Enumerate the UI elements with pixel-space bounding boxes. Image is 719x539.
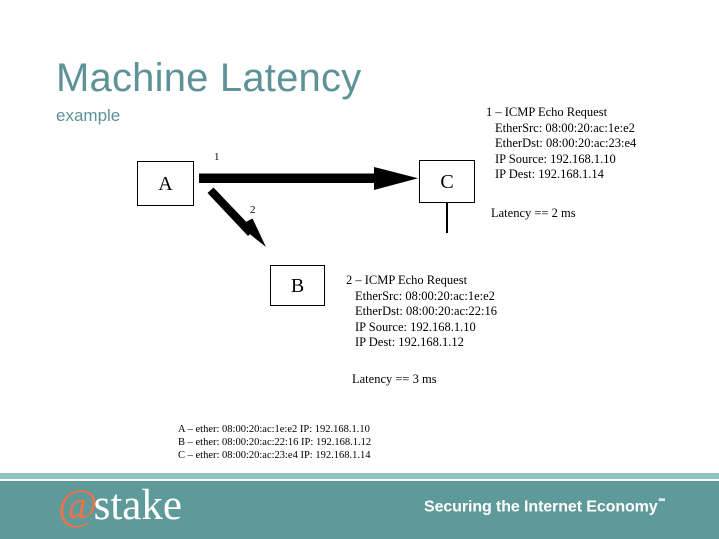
node-box-b: B — [270, 265, 325, 306]
arrow-label-1: 1 — [214, 151, 220, 163]
node-label-b: B — [290, 274, 305, 297]
footer-divider — [0, 473, 719, 479]
node-label-c: C — [440, 170, 454, 193]
page-title: Machine Latency — [56, 56, 362, 100]
host-legend: A – ether: 08:00:20:ac:1e:e2 IP: 192.168… — [178, 423, 371, 462]
packet-2-ip-dest: IP Dest: 192.168.1.12 — [355, 335, 464, 349]
footer-tagline: Securing the Internet Economy℠ — [424, 497, 667, 516]
host-legend-row-b: B – ether: 08:00:20:ac:22:16 IP: 192.168… — [178, 437, 372, 448]
arrow-a-to-c-icon — [199, 167, 418, 190]
footer-tagline-text: Securing the Internet Economy — [424, 498, 658, 516]
atstake-logo: @stake — [58, 484, 182, 527]
packet-1-etherdst: EtherDst: 08:00:20:ac:23:e4 — [495, 136, 637, 150]
host-legend-row-c: C – ether: 08:00:20:ac:23:e4 IP: 192.168… — [178, 450, 371, 461]
packet-1-ethersrc: EtherSrc: 08:00:20:ac:1e:e2 — [495, 120, 635, 135]
packet-2-ethersrc: EtherSrc: 08:00:20:ac:1e:e2 — [355, 288, 495, 303]
packet-2-etherdst: EtherDst: 08:00:20:ac:22:16 — [355, 304, 497, 318]
packet-detail-1: 1 – ICMP Echo Request EtherSrc: 08:00:20… — [486, 105, 636, 183]
packet-1-ip-dest: IP Dest: 192.168.1.14 — [495, 167, 604, 181]
arrow-a-to-b-icon — [207, 187, 266, 247]
packet-2-title: 2 – ICMP Echo Request — [346, 273, 468, 287]
packet-1-title: 1 – ICMP Echo Request — [486, 105, 608, 119]
node-label-a: A — [158, 172, 173, 195]
packet-2-latency: Latency == 3 ms — [352, 372, 437, 386]
packet-1-ip-source: IP Source: 192.168.1.10 — [495, 151, 616, 166]
packet-1-latency: Latency == 2 ms — [491, 206, 576, 220]
packet-2-ip-source: IP Source: 192.168.1.10 — [355, 319, 476, 334]
page-subtitle: example — [56, 106, 121, 125]
arrow-label-2: 2 — [250, 204, 256, 216]
packet-detail-2: 2 – ICMP Echo Request EtherSrc: 08:00:20… — [346, 273, 497, 351]
logo-wordmark: stake — [93, 482, 182, 529]
node-box-a: A — [137, 161, 194, 206]
service-mark-icon: ℠ — [657, 497, 667, 507]
at-symbol-icon: @ — [58, 482, 98, 529]
node-box-c: C — [419, 160, 475, 203]
host-legend-row-a: A – ether: 08:00:20:ac:1e:e2 IP: 192.168… — [178, 424, 370, 435]
node-c-stem-line — [446, 203, 448, 233]
footer-bar — [0, 481, 719, 539]
